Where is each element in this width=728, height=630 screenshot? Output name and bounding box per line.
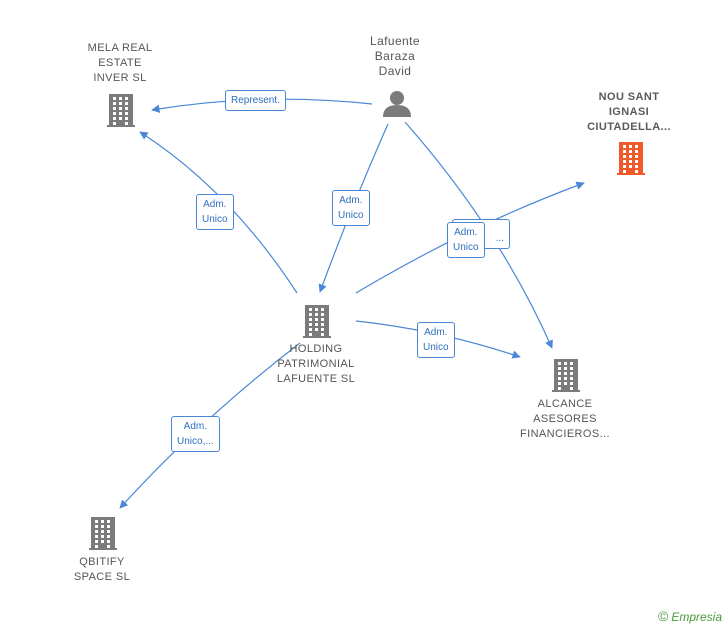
node-alcance-building-icon[interactable]: [552, 359, 580, 392]
node-label-lafuente[interactable]: Lafuente Baraza David: [370, 34, 420, 78]
node-icons: [89, 91, 645, 550]
node-lafuente-person-icon[interactable]: [383, 91, 411, 117]
brand-watermark: ©Empresia: [658, 608, 722, 624]
edge-label-adm-unico-holding[interactable]: Adm. Unico: [332, 190, 370, 226]
copyright-icon: ©: [657, 608, 669, 624]
node-label-nou[interactable]: NOU SANT IGNASI CIUTADELLA...: [587, 91, 671, 133]
edge-label-adm-unico-alcance[interactable]: Adm. Unico: [417, 322, 455, 358]
node-label-mela[interactable]: MELA REAL ESTATE INVER SL: [87, 42, 153, 84]
node-label-qbitify[interactable]: QBITIFY SPACE SL: [73, 556, 131, 583]
node-nou-building-icon[interactable]: [617, 142, 645, 175]
node-label-alcance[interactable]: ALCANCE ASESORES FINANCIEROS...: [520, 398, 610, 440]
brand-name: Empresia: [671, 610, 722, 624]
edge-label-represent[interactable]: Represent.: [225, 90, 286, 111]
node-mela-building-icon[interactable]: [107, 94, 135, 127]
edge-label-adm-unico-mela[interactable]: Adm. Unico: [196, 194, 234, 230]
node-qbitify-building-icon[interactable]: [89, 517, 117, 550]
node-holding-building-icon[interactable]: [303, 305, 331, 338]
node-label-holding[interactable]: HOLDING PATRIMONIAL LAFUENTE SL: [276, 343, 356, 385]
edge-label-adm-unico-qbitify[interactable]: Adm. Unico,...: [171, 416, 220, 452]
edge-label-adm-unico-nou[interactable]: Adm. Unico: [447, 222, 485, 258]
